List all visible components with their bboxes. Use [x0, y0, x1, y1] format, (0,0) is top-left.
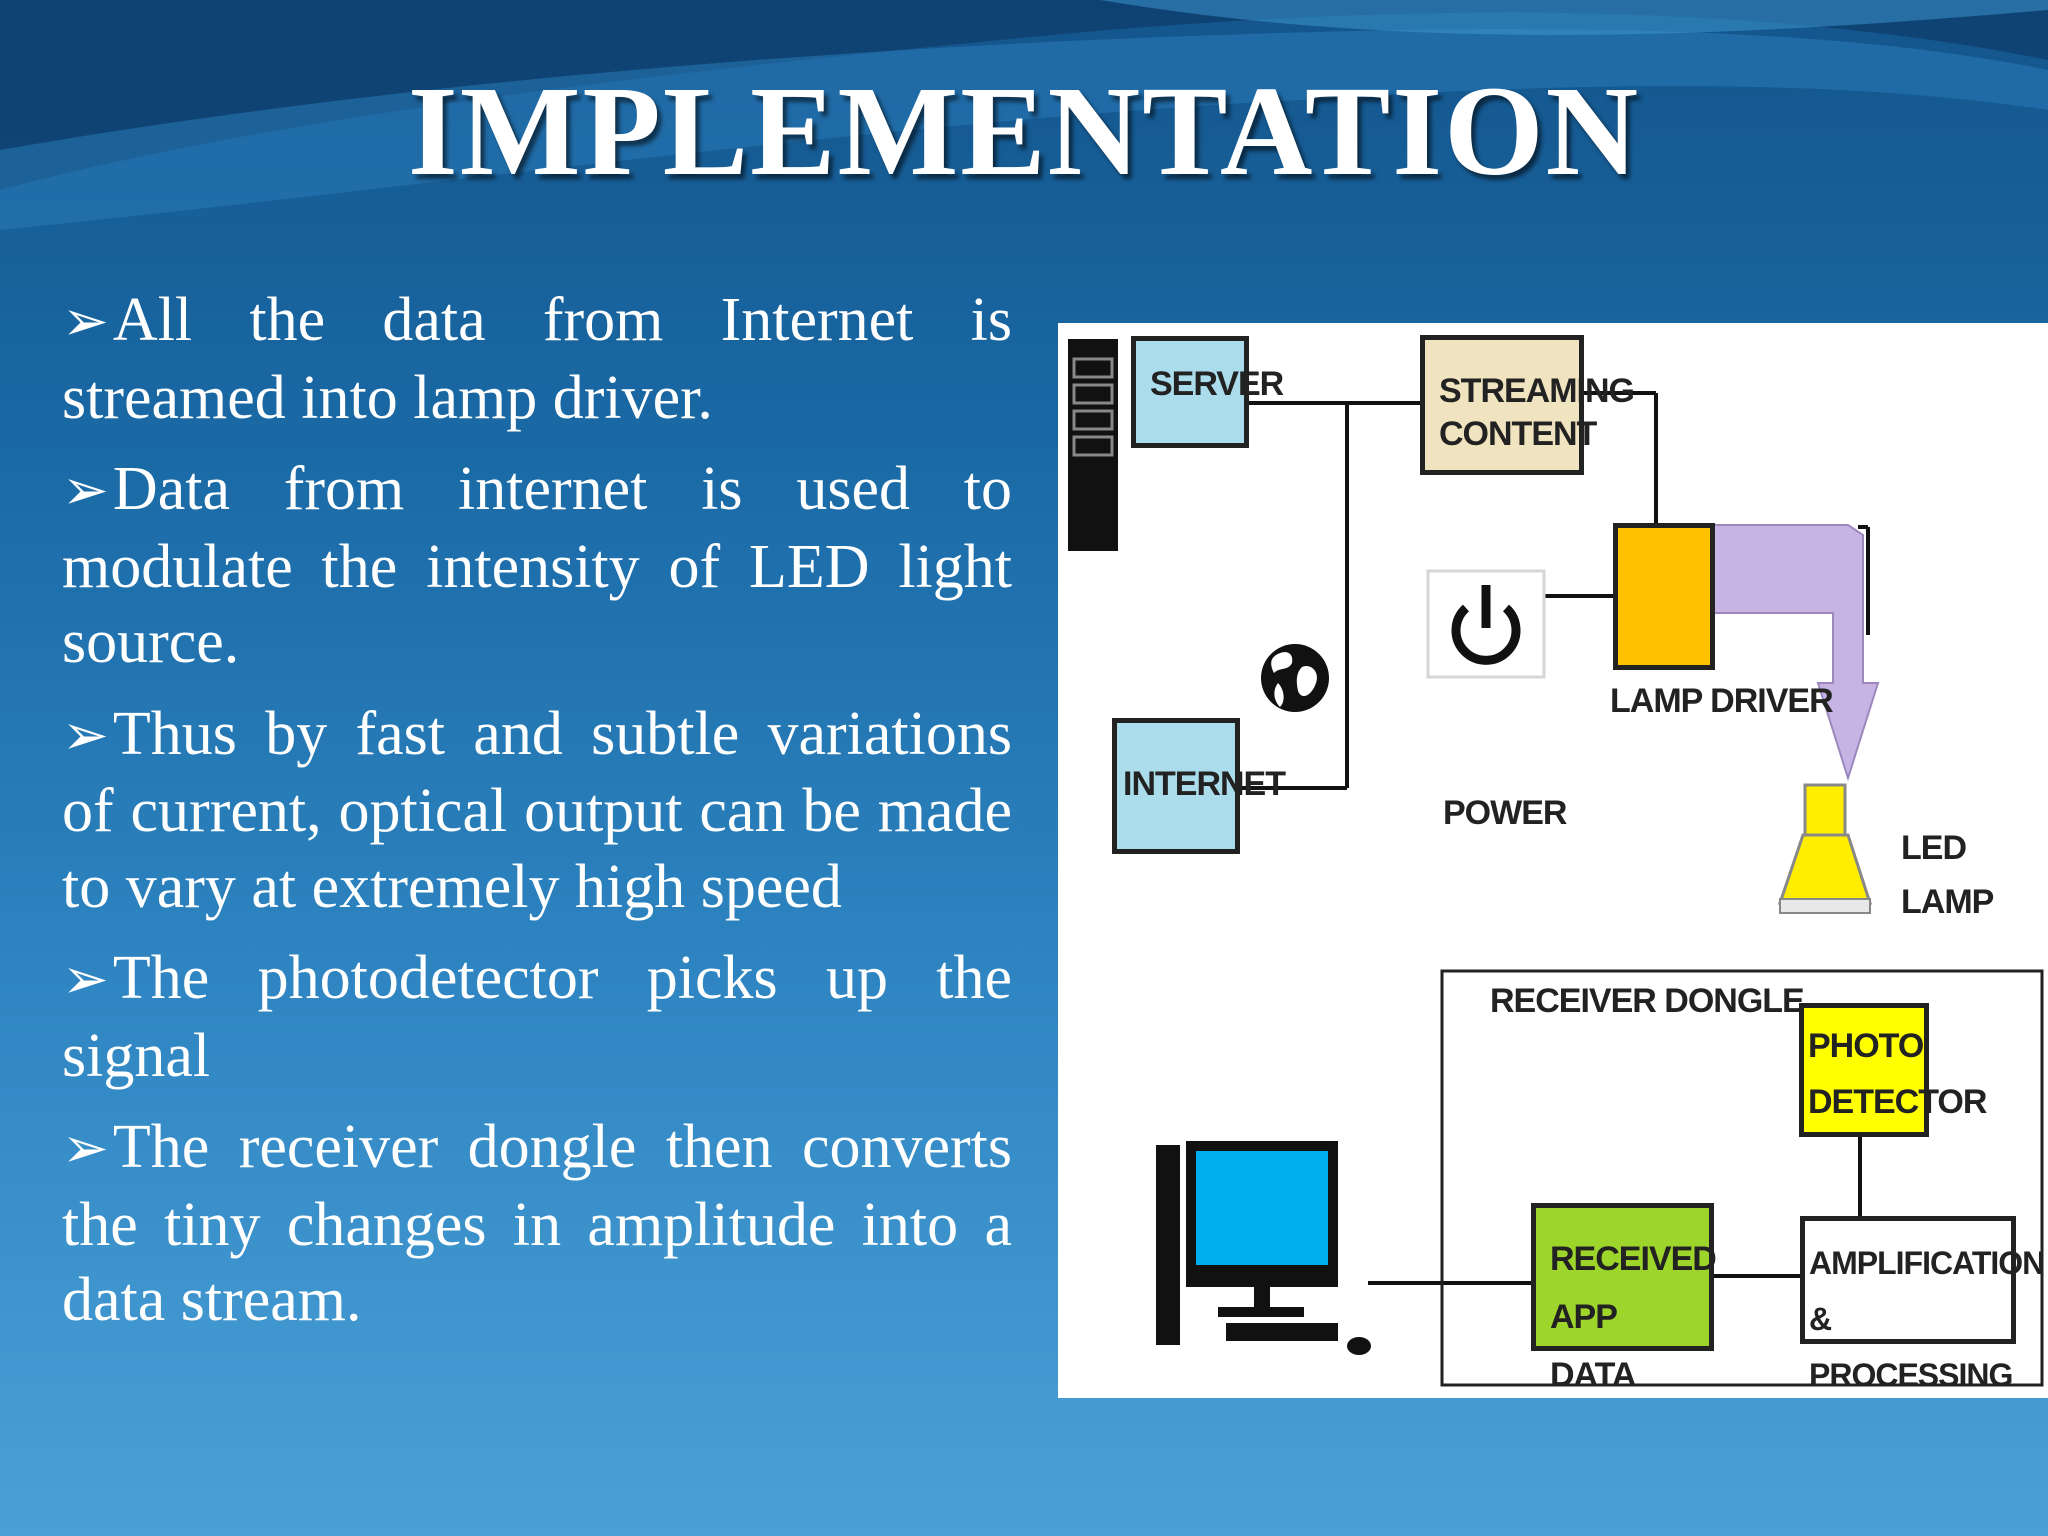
received-app-data-box: RECEIVED APP DATA — [1531, 1203, 1717, 1394]
arrow-bullet-icon: ➢ — [62, 460, 109, 522]
bullet-text: Data from internet is used to modulate t… — [62, 455, 1012, 676]
power-icon — [1426, 569, 1546, 679]
receiver-dongle-frame — [1440, 969, 2044, 1387]
lamp-arrow-icon — [1710, 524, 1880, 782]
computer-icon — [1156, 1141, 1371, 1355]
background-swoosh — [0, 0, 2048, 231]
led-label-line2: LAMP — [1901, 883, 1994, 921]
bullet-list: ➢All the data from Internet is streamed … — [62, 283, 1012, 1355]
received-label-line1: RECEIVED APP — [1550, 1240, 1717, 1336]
arrow-bullet-icon: ➢ — [62, 291, 109, 353]
bullet-item: ➢All the data from Internet is streamed … — [62, 283, 1012, 436]
amplification-label-line2: PROCESSING — [1809, 1357, 2013, 1393]
lifi-block-diagram: SERVER STREAMING CONTENT INTERNET LAMP D… — [1058, 323, 2048, 1398]
streaming-label-line1: STREAMING — [1439, 372, 1635, 410]
lamp-driver-label: LAMP DRIVER — [1610, 682, 1834, 720]
bullet-text: The photodetector picks up the signal — [62, 944, 1012, 1090]
photo-label-line1: PHOTO — [1808, 1027, 1924, 1065]
server-label: SERVER — [1150, 365, 1284, 403]
received-label-line2: DATA — [1550, 1356, 1636, 1394]
streaming-content-box: STREAMING CONTENT — [1420, 335, 1635, 475]
led-lamp-label: LED LAMP — [1901, 821, 1994, 929]
internet-label: INTERNET — [1123, 765, 1286, 803]
lamp-driver-box — [1613, 523, 1715, 670]
arrow-bullet-icon: ➢ — [62, 1118, 109, 1180]
amplification-box: AMPLIFICATION & PROCESSING — [1800, 1216, 2045, 1393]
amplification-label-line1: AMPLIFICATION & — [1809, 1245, 2045, 1337]
bullet-item: ➢Data from internet is used to modulate … — [62, 452, 1012, 681]
photo-detector-box: PHOTO DETECTOR — [1799, 1003, 1987, 1137]
bullet-text: All the data from Internet is streamed i… — [62, 286, 1012, 432]
server-tower-icon — [1068, 339, 1118, 551]
bullet-text: Thus by fast and subtle variations of cu… — [62, 699, 1012, 921]
led-lamp-icon — [1777, 783, 1873, 914]
bullet-item: ➢The receiver dongle then converts the t… — [62, 1110, 1012, 1339]
bullet-item: ➢Thus by fast and subtle variations of c… — [62, 697, 1012, 926]
led-label-line1: LED — [1901, 829, 1967, 867]
slide-title: IMPLEMENTATION — [407, 60, 1641, 202]
arrow-bullet-icon: ➢ — [62, 704, 109, 767]
globe-icon — [1261, 644, 1329, 712]
arrow-bullet-icon: ➢ — [62, 949, 109, 1011]
receiver-dongle-label: RECEIVER DONGLE — [1490, 982, 1805, 1020]
bullet-item: ➢The photodetector picks up the signal — [62, 941, 1012, 1094]
power-label: POWER — [1443, 794, 1567, 832]
server-box: SERVER — [1131, 336, 1284, 448]
streaming-label-line2: CONTENT — [1439, 414, 1597, 453]
bullet-text: The receiver dongle then converts the ti… — [62, 1113, 1012, 1334]
internet-box: INTERNET — [1112, 718, 1286, 854]
photo-label-line2: DETECTOR — [1808, 1083, 1987, 1121]
